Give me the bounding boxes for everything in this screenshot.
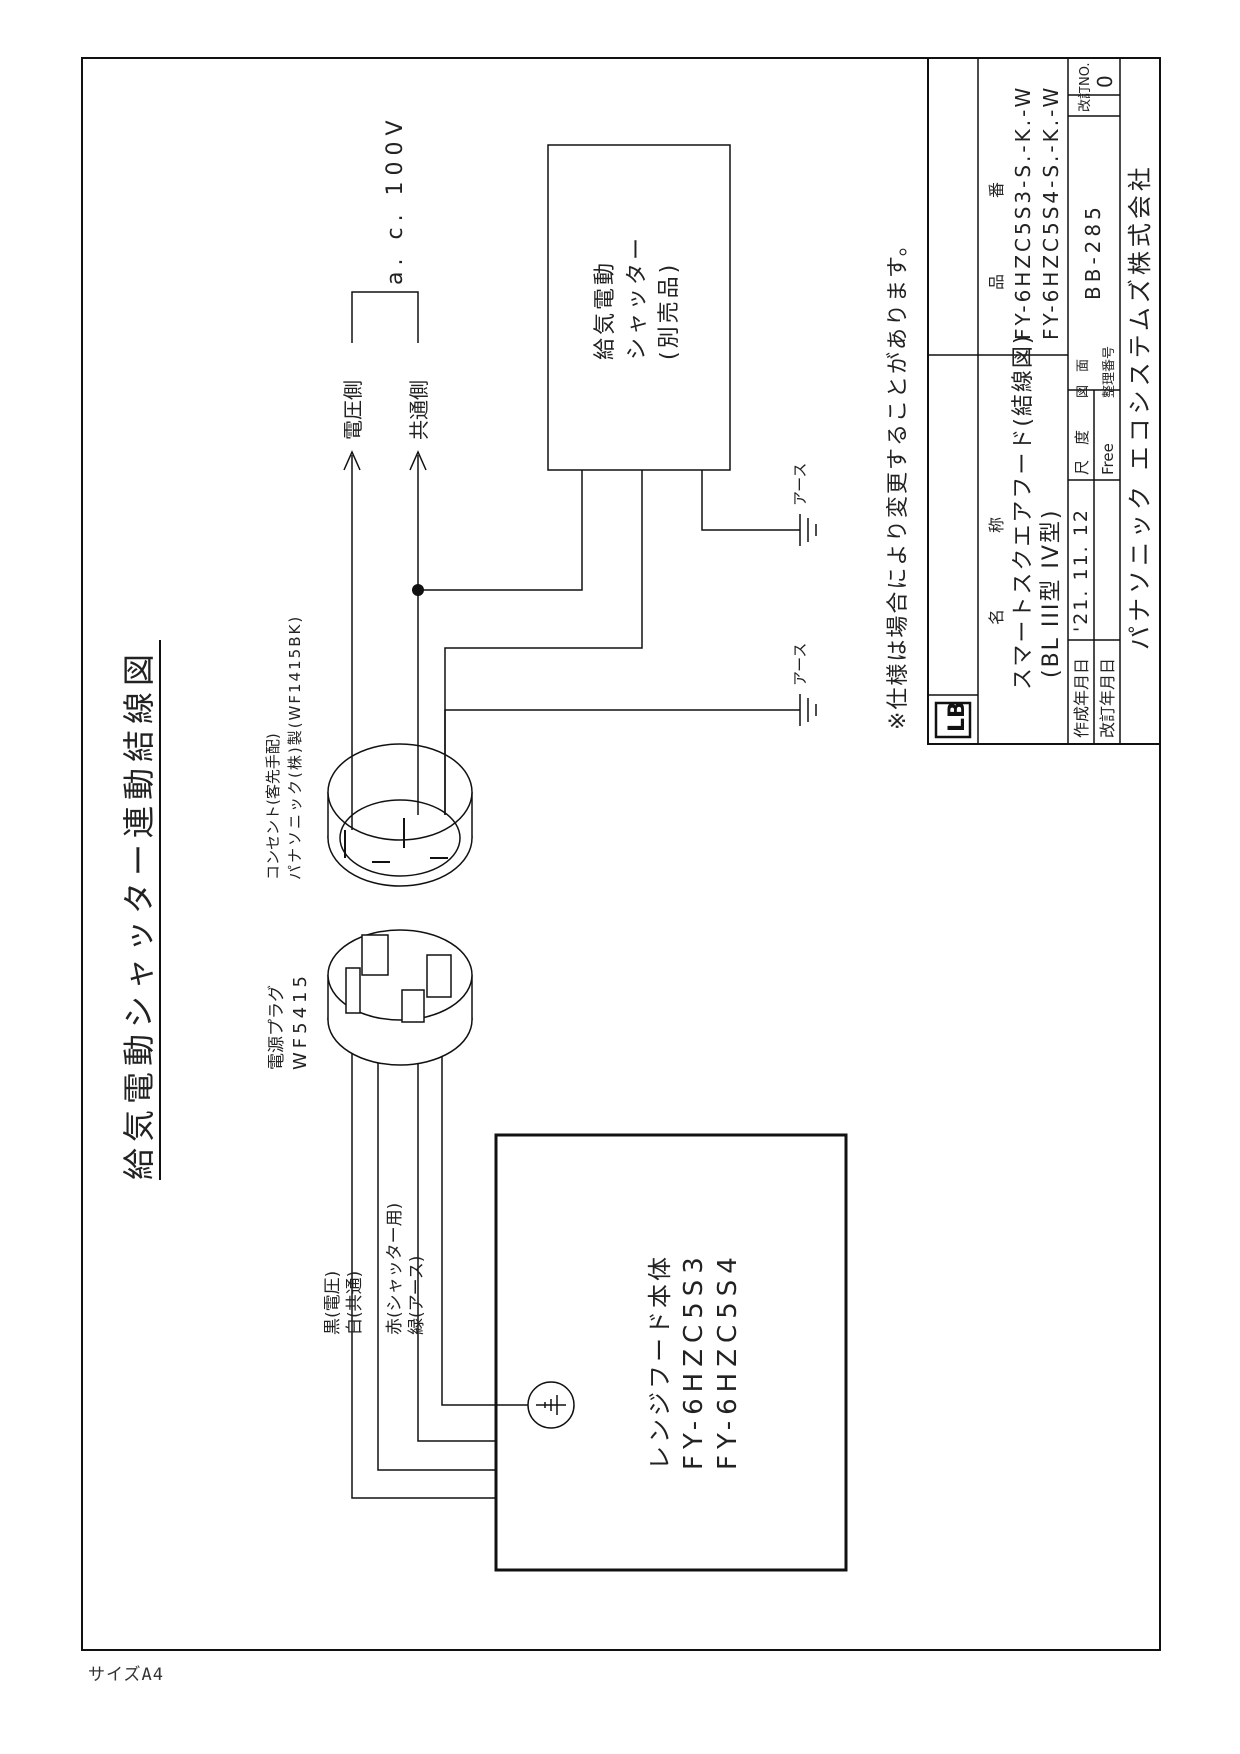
supply-voltage-label: a. c. 100V (383, 114, 408, 285)
terminal-common-label: 共通側 (407, 380, 431, 440)
part-number-2: FY-6HZC5S4-S.-K.-W (1039, 85, 1063, 340)
diagram-title: 給気電動シャッター連動結線図 (120, 640, 161, 1180)
range-hood-body (494, 1133, 848, 1572)
plug-label-1: 電源プラグ (267, 985, 287, 1070)
title-block (927, 57, 1161, 745)
lb-logo: LB (934, 701, 972, 739)
scale-label: 尺 度 (1073, 430, 1091, 475)
hood-earth-icon (527, 1381, 575, 1429)
shutter-label-1: 給気電動 (593, 260, 618, 360)
product-name-2: (BL III型 IV型) (1039, 508, 1064, 678)
sheet-label: 図 面 (1076, 359, 1091, 398)
range-hood-model-1: FY-6HZC5S3 (679, 1251, 709, 1470)
wire-black-label: 黒(電圧) (323, 1271, 343, 1335)
outlet-earth-icon (799, 694, 817, 726)
manage-value: BB-285 (1081, 203, 1105, 300)
outlet-icon (327, 743, 473, 887)
product-name-1: スマートスクエアフード(結線図) (1011, 333, 1036, 690)
manage-label: 整理番号 (1102, 346, 1117, 398)
terminal-arrows (343, 450, 427, 471)
outlet-earth-label: アース (791, 643, 809, 686)
paper-size-note: サイズA4 (88, 1665, 164, 1685)
junction-dot (412, 584, 424, 596)
shutter-earth-label: アース (791, 463, 809, 506)
name-header: 名 称 (987, 487, 1006, 625)
wire-green-label: 緑(アース) (407, 1256, 427, 1335)
shutter-label-2: シャッター (625, 235, 650, 360)
shutter-earth-icon (799, 514, 817, 546)
outlet-label-2: パナソニック(株)製(WF1415BK) (286, 615, 304, 880)
shutter-box (547, 144, 731, 471)
company-name: パナソニック エコシステムズ株式会社 (1126, 163, 1154, 650)
created-value: '21. 11. 12 (1070, 508, 1092, 632)
part-header: 品 番 (987, 152, 1006, 290)
revision-value: 0 (1093, 75, 1117, 88)
drawing-frame (81, 57, 1161, 1651)
range-hood-label: レンジフード本体 (646, 1254, 674, 1470)
range-hood-model-2: FY-6HZC5S4 (713, 1251, 743, 1470)
shutter-label-3: (別売品) (657, 262, 682, 360)
spec-note: ※仕様は場合により変更することがあります。 (886, 232, 911, 730)
hood-wires (351, 950, 528, 1499)
wire-red-label: 赤(シャッター用) (385, 1203, 405, 1335)
scale-value: Free (1099, 443, 1117, 475)
supply-bracket (351, 291, 419, 343)
plug-label-2: WF5415 (290, 972, 311, 1070)
created-label: 作成年月日 (1072, 658, 1091, 738)
power-plug-icon (327, 929, 473, 1066)
outlet-label-1: コンセント(客先手配) (264, 733, 282, 880)
revision-header: 改訂NO. (1077, 62, 1093, 112)
part-number-1: FY-6HZC5S3-S.-K.-W (1011, 85, 1035, 340)
outlet-wires (351, 455, 800, 830)
wire-white-label: 白(共通) (345, 1271, 365, 1335)
svg-text:LB: LB (945, 701, 970, 732)
revised-label: 改訂年月日 (1098, 658, 1117, 738)
svg-text:給気電動シャッター連動結線図: 給気電動シャッター連動結線図 (120, 648, 158, 1180)
terminal-voltage-label: 電圧側 (341, 380, 365, 440)
